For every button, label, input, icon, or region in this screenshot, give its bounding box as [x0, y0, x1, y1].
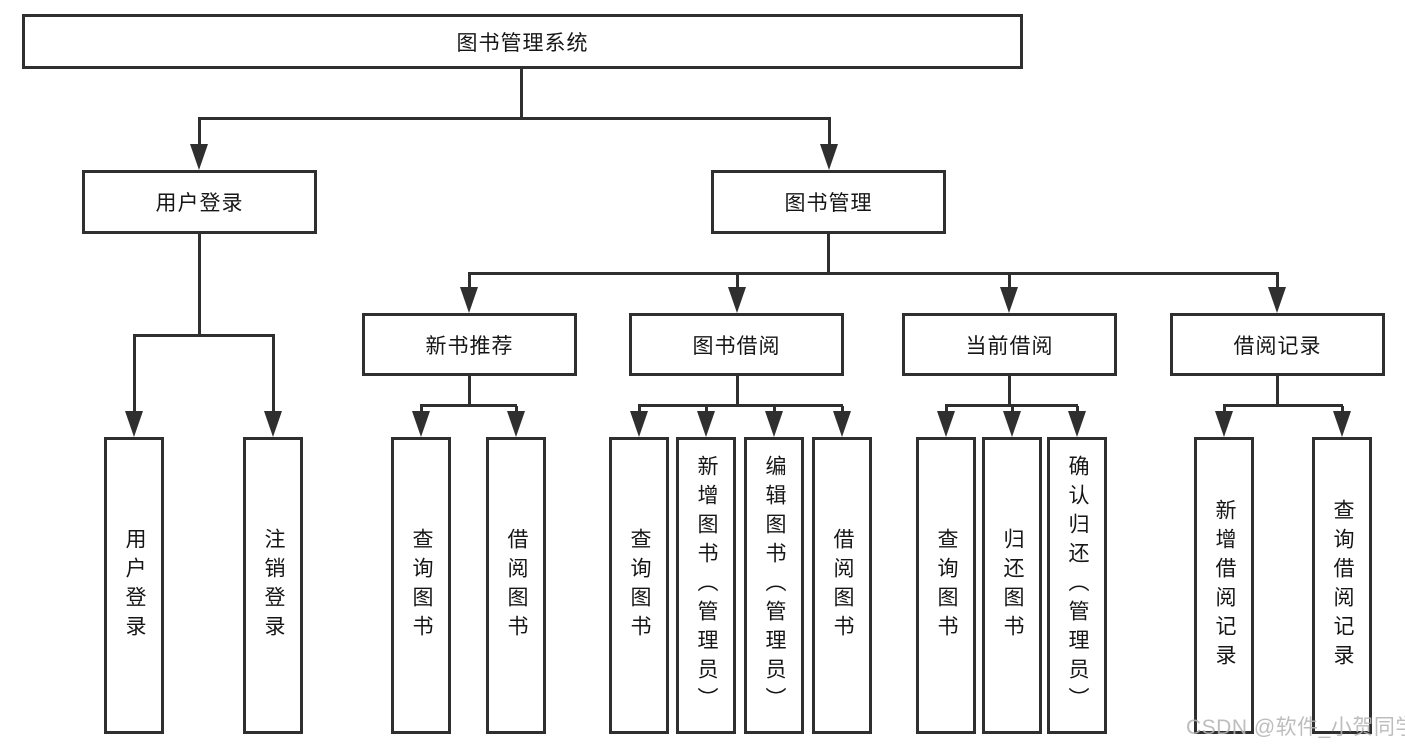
- connector-line: [705, 406, 708, 413]
- arrow-down-icon: [1215, 411, 1233, 437]
- leaf-add-borrow-record: 新增借阅记录: [1194, 437, 1254, 734]
- arrow-down-icon: [1000, 287, 1018, 313]
- arrow-down-icon: [630, 411, 648, 437]
- connector-line: [133, 336, 136, 413]
- arrow-down-icon: [697, 411, 715, 437]
- connector-line: [520, 69, 523, 119]
- arrow-down-icon: [125, 411, 143, 437]
- connector-line: [1011, 406, 1014, 413]
- leaf-logout: 注销登录: [243, 437, 303, 734]
- node-user-login: 用户登录: [82, 170, 317, 234]
- leaf-borrow-books-1: 借阅图书: [486, 437, 546, 734]
- connector-line: [198, 234, 201, 336]
- leaf-confirm-return-admin: 确认归还（管理员）: [1047, 437, 1107, 734]
- arrow-down-icon: [820, 144, 838, 170]
- leaf-query-books-2: 查询图书: [609, 437, 669, 734]
- connector-line: [272, 336, 275, 413]
- arrow-down-icon: [412, 411, 430, 437]
- connector-line: [945, 406, 948, 413]
- leaf-query-books-3: 查询图书: [916, 437, 976, 734]
- connector-line: [198, 118, 201, 146]
- connector-line: [841, 406, 844, 413]
- arrow-down-icon: [1333, 411, 1351, 437]
- leaf-add-books-admin: 新增图书（管理员）: [676, 437, 736, 734]
- node-current-borrow: 当前借阅: [902, 313, 1117, 376]
- connector-line: [420, 404, 517, 407]
- arrow-down-icon: [765, 411, 783, 437]
- node-root: 图书管理系统: [22, 14, 1023, 69]
- arrow-down-icon: [1268, 287, 1286, 313]
- arrow-down-icon: [1068, 411, 1086, 437]
- connector-line: [773, 406, 776, 413]
- node-new-book-recommend: 新书推荐: [362, 313, 577, 376]
- connector-line: [638, 404, 843, 407]
- connector-line: [638, 406, 641, 413]
- arrow-down-icon: [460, 287, 478, 313]
- connector-line: [468, 274, 471, 289]
- arrow-down-icon: [728, 287, 746, 313]
- connector-line: [1008, 376, 1011, 406]
- connector-line: [827, 234, 830, 274]
- connector-line: [1008, 274, 1011, 289]
- leaf-query-borrow-record: 查询借阅记录: [1312, 437, 1372, 734]
- connector-line: [1341, 406, 1344, 413]
- arrow-down-icon: [833, 411, 851, 437]
- leaf-user-login: 用户登录: [104, 437, 164, 734]
- connector-line: [420, 406, 423, 413]
- connector-line: [1276, 274, 1279, 289]
- connector-line: [133, 334, 275, 337]
- arrow-down-icon: [264, 411, 282, 437]
- connector-line: [1223, 406, 1226, 413]
- leaf-edit-books-admin: 编辑图书（管理员）: [744, 437, 804, 734]
- connector-line: [736, 376, 739, 406]
- connector-line: [468, 272, 1279, 275]
- connector-line: [945, 404, 1078, 407]
- leaf-return-books: 归还图书: [982, 437, 1042, 734]
- node-book-management: 图书管理: [711, 170, 946, 234]
- connector-line: [198, 117, 831, 120]
- arrow-down-icon: [1003, 411, 1021, 437]
- leaf-borrow-books-2: 借阅图书: [812, 437, 872, 734]
- connector-line: [828, 118, 831, 146]
- connector-line: [1276, 376, 1279, 406]
- leaf-query-books-1: 查询图书: [391, 437, 451, 734]
- connector-line: [736, 274, 739, 289]
- connector-line: [515, 406, 518, 413]
- node-borrow-records: 借阅记录: [1170, 313, 1385, 376]
- arrow-down-icon: [190, 144, 208, 170]
- arrow-down-icon: [507, 411, 525, 437]
- connector-line: [468, 376, 471, 406]
- node-book-borrow: 图书借阅: [629, 313, 844, 376]
- arrow-down-icon: [937, 411, 955, 437]
- connector-line: [1076, 406, 1079, 413]
- connector-line: [1223, 404, 1343, 407]
